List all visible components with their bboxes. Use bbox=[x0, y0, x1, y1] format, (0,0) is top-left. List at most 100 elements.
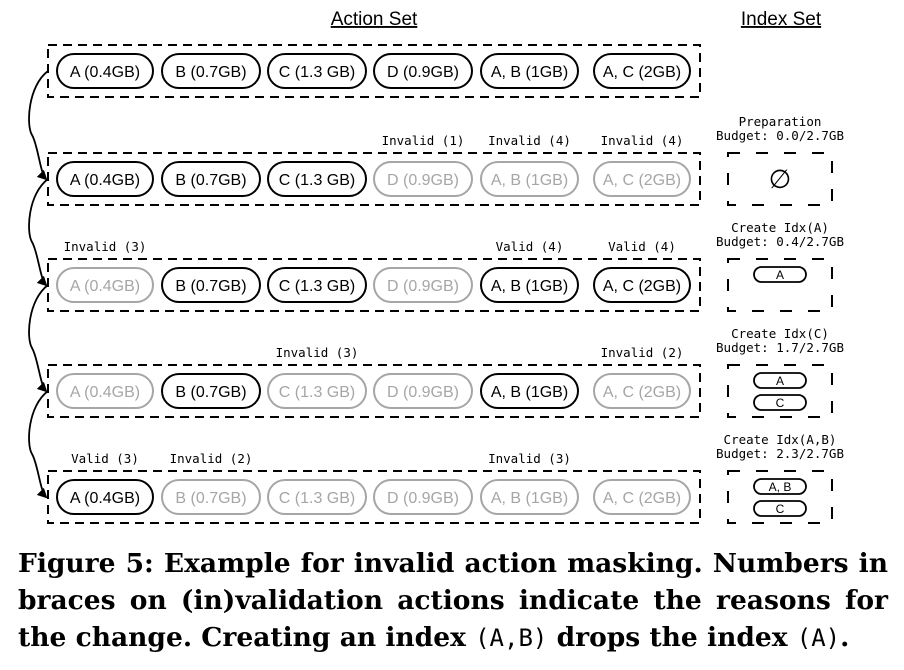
action-pill: D (0.9GB) bbox=[373, 53, 473, 89]
action-pill-label: A (0.4GB) bbox=[70, 172, 140, 189]
action-pill: A, B (1GB) bbox=[480, 479, 579, 515]
action-pill: D (0.9GB) bbox=[373, 479, 473, 515]
action-pill-label: A (0.4GB) bbox=[70, 490, 140, 507]
index-item-pill bbox=[753, 372, 807, 389]
action-pill-border bbox=[56, 53, 154, 89]
action-pill: A, B (1GB) bbox=[480, 267, 579, 303]
action-pill: A (0.4GB) bbox=[56, 161, 154, 197]
action-pill-label: B (0.7GB) bbox=[175, 278, 246, 295]
action-pill: A, C (2GB) bbox=[593, 373, 691, 409]
action-pill: D (0.9GB) bbox=[373, 373, 473, 409]
action-pill-border bbox=[593, 479, 691, 515]
row-annotation: Invalid (4) bbox=[601, 133, 684, 148]
action-pill-border bbox=[593, 53, 691, 89]
action-pill: A (0.4GB) bbox=[56, 479, 154, 515]
action-pill-label: B (0.7GB) bbox=[175, 64, 246, 81]
action-pill-label: C (1.3 GB) bbox=[279, 490, 355, 507]
action-pill-label: A, C (2GB) bbox=[603, 64, 681, 81]
action-pill-border bbox=[480, 267, 579, 303]
row-annotation: Invalid (2) bbox=[601, 345, 684, 360]
action-row-5: A (0.4GB) B (0.7GB) C (1.3 GB) D (0.9GB) A, … bbox=[47, 451, 701, 524]
action-pill-label: B (0.7GB) bbox=[175, 384, 246, 401]
action-pill: C (1.3 GB) bbox=[267, 161, 367, 197]
action-pill-border bbox=[373, 267, 473, 303]
action-pill-label: C (1.3 GB) bbox=[279, 64, 355, 81]
caption-line-3: the change. Creating an index (A,B) drop… bbox=[18, 619, 888, 657]
action-pill-label: A, C (2GB) bbox=[603, 490, 681, 507]
action-pill-border bbox=[593, 373, 691, 409]
index-step-label: Budget: 0.0/2.7GB bbox=[716, 128, 844, 143]
transition-arrow bbox=[28, 178, 49, 287]
index-step-label: Budget: 0.4/2.7GB bbox=[716, 234, 844, 249]
action-pill: A, B (1GB) bbox=[480, 161, 579, 197]
index-item-label: C bbox=[776, 502, 785, 516]
action-pill-border bbox=[267, 53, 367, 89]
index-item-label: C bbox=[776, 396, 785, 410]
action-pill: C (1.3 GB) bbox=[267, 267, 367, 303]
action-pill-border bbox=[373, 479, 473, 515]
action-pill-label: B (0.7GB) bbox=[175, 172, 246, 189]
action-pill-label: A (0.4GB) bbox=[70, 278, 140, 295]
action-pill-label: A (0.4GB) bbox=[70, 64, 140, 81]
action-row-container bbox=[47, 470, 701, 524]
action-pill-label: B (0.7GB) bbox=[175, 490, 246, 507]
action-pill-border bbox=[593, 267, 691, 303]
action-pill: D (0.9GB) bbox=[373, 267, 473, 303]
action-pill: A, C (2GB) bbox=[593, 161, 691, 197]
action-pill-label: A, C (2GB) bbox=[603, 278, 681, 295]
index-step-label: Budget: 2.3/2.7GB bbox=[716, 446, 844, 461]
index-item-pill bbox=[753, 394, 807, 411]
action-pill-label: D (0.9GB) bbox=[387, 384, 459, 401]
row-annotation: Invalid (4) bbox=[488, 133, 571, 148]
action-row-2: A (0.4GB) B (0.7GB) C (1.3 GB) D (0.9GB) A, … bbox=[47, 133, 701, 206]
caption-line-3-text-b: drops the index bbox=[547, 622, 797, 653]
action-row-1: A (0.4GB) B (0.7GB) C (1.3 GB) D (0.9GB) A, … bbox=[47, 44, 701, 98]
row-annotation: Invalid (3) bbox=[488, 451, 571, 466]
caption-line-3-text-a: the change. Creating an index bbox=[18, 622, 476, 653]
row-annotation: Invalid (3) bbox=[276, 345, 359, 360]
action-pill-border bbox=[161, 267, 261, 303]
action-pill-border bbox=[161, 53, 261, 89]
action-pill-border bbox=[56, 479, 154, 515]
action-pill-border bbox=[480, 373, 579, 409]
action-pill-border bbox=[56, 267, 154, 303]
action-pill-border bbox=[480, 53, 579, 89]
index-step-label: Preparation bbox=[739, 114, 822, 129]
action-pill-border bbox=[161, 161, 261, 197]
row-annotation: Invalid (1) bbox=[382, 133, 465, 148]
action-pill-border bbox=[267, 267, 367, 303]
action-pill: A (0.4GB) bbox=[56, 267, 154, 303]
action-pill: B (0.7GB) bbox=[161, 479, 261, 515]
caption-code-ab: (A,B) bbox=[475, 624, 548, 652]
index-item-label: A bbox=[776, 268, 784, 282]
action-pill-label: A, B (1GB) bbox=[491, 64, 568, 81]
action-row-3: A (0.4GB)B (0.7GB)C (1.3 GB)D (0.9GB)A, … bbox=[47, 239, 701, 312]
transition-arrow bbox=[28, 390, 49, 499]
index-item-pill bbox=[753, 500, 807, 517]
action-pill-label: D (0.9GB) bbox=[387, 172, 459, 189]
index-set-box bbox=[727, 470, 833, 524]
index-step-label: Create Idx(A,B) bbox=[724, 432, 837, 447]
action-pill-border bbox=[267, 161, 367, 197]
action-pill-label: A (0.4GB) bbox=[70, 384, 140, 401]
action-pill-label: A, B (1GB) bbox=[491, 172, 568, 189]
caption-line-1: Figure 5: Example for invalid action mas… bbox=[18, 548, 888, 579]
action-pill-label: A, B (1GB) bbox=[491, 490, 568, 507]
action-pill-label: C (1.3 GB) bbox=[279, 384, 355, 401]
action-pill-border bbox=[480, 479, 579, 515]
index-item-label: A bbox=[776, 374, 784, 388]
transition-arrow bbox=[28, 70, 49, 181]
diagram-canvas: Action Set Index Set A (0.4GB)B (0.7GB)C… bbox=[28, 9, 844, 524]
index-step-label: Create Idx(C) bbox=[731, 326, 829, 341]
action-pill-label: C (1.3 GB) bbox=[279, 278, 355, 295]
action-pill: C (1.3 GB) bbox=[267, 479, 367, 515]
action-pill-label: D (0.9GB) bbox=[387, 64, 459, 81]
index-set-box bbox=[727, 152, 833, 206]
caption-line-3-text-c: . bbox=[840, 622, 850, 653]
row-annotation: Valid (3) bbox=[71, 451, 139, 466]
action-set-header: Action Set bbox=[331, 9, 418, 30]
